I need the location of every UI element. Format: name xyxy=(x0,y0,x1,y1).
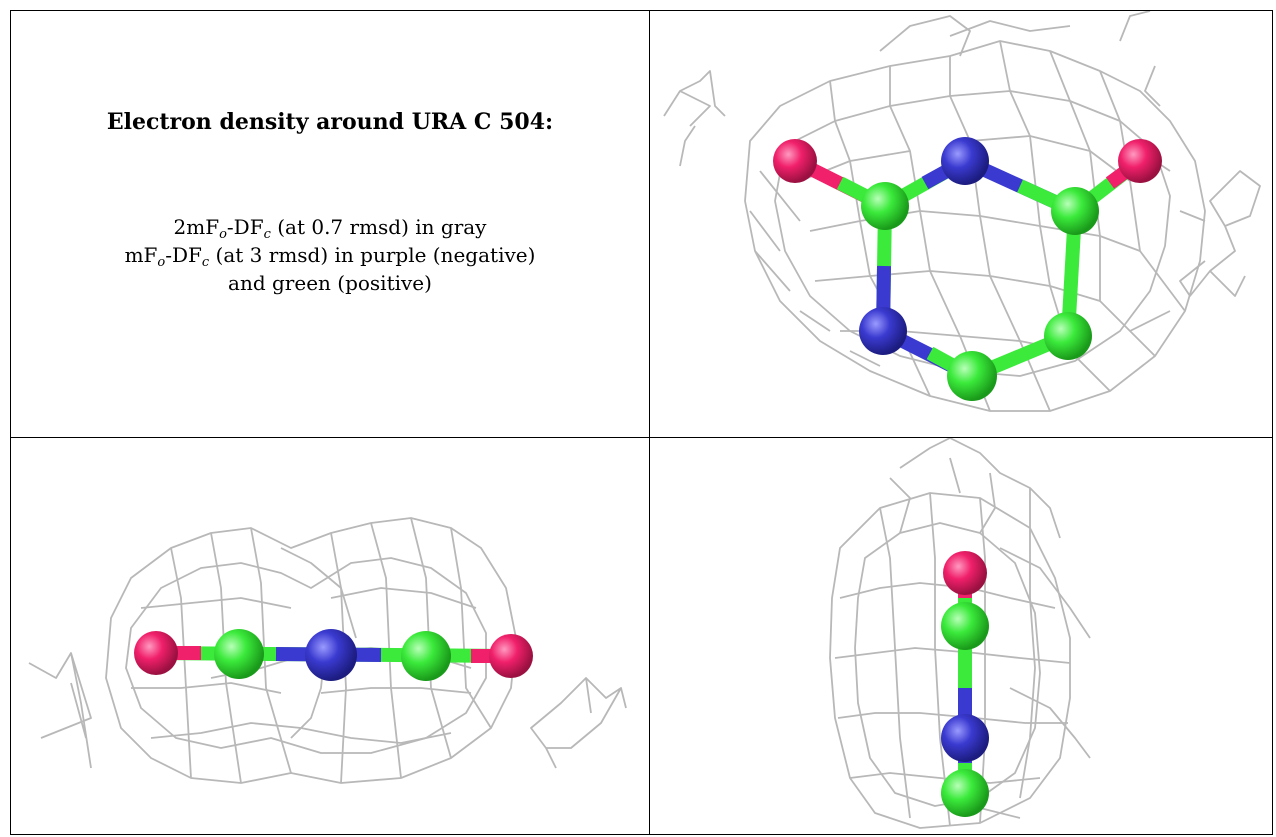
caption-line-mfo: mFo-DFc (at 3 rmsd) in purple (negative) xyxy=(124,243,536,270)
density-side-view-image xyxy=(28,517,627,784)
caption-text: 2mFo-DFc (at 0.7 rmsd) in gray mFo-DFc (… xyxy=(11,213,649,297)
uracil-molecule-top xyxy=(773,137,1162,401)
density-mesh xyxy=(829,438,1091,829)
density-end-on-view-image xyxy=(829,438,1091,829)
panel-side-view xyxy=(11,438,649,834)
caption-cell: Electron density around URA C 504: 2mFo-… xyxy=(11,11,649,437)
row-divider xyxy=(10,437,1273,438)
panel-end-on-view xyxy=(650,438,1273,834)
column-divider xyxy=(649,10,650,835)
caption-line-colors: and green (positive) xyxy=(228,271,432,295)
caption-title: Electron density around URA C 504: xyxy=(106,109,554,135)
figure-table xyxy=(10,10,1273,835)
uracil-molecule-end-on xyxy=(941,551,989,817)
uracil-molecule-side xyxy=(134,629,533,681)
panel-top-view xyxy=(650,11,1273,437)
density-top-view-image xyxy=(663,11,1261,412)
caption-line-2mfo: 2mFo-DFc (at 0.7 rmsd) in gray xyxy=(173,215,487,242)
density-mesh xyxy=(663,11,1261,412)
